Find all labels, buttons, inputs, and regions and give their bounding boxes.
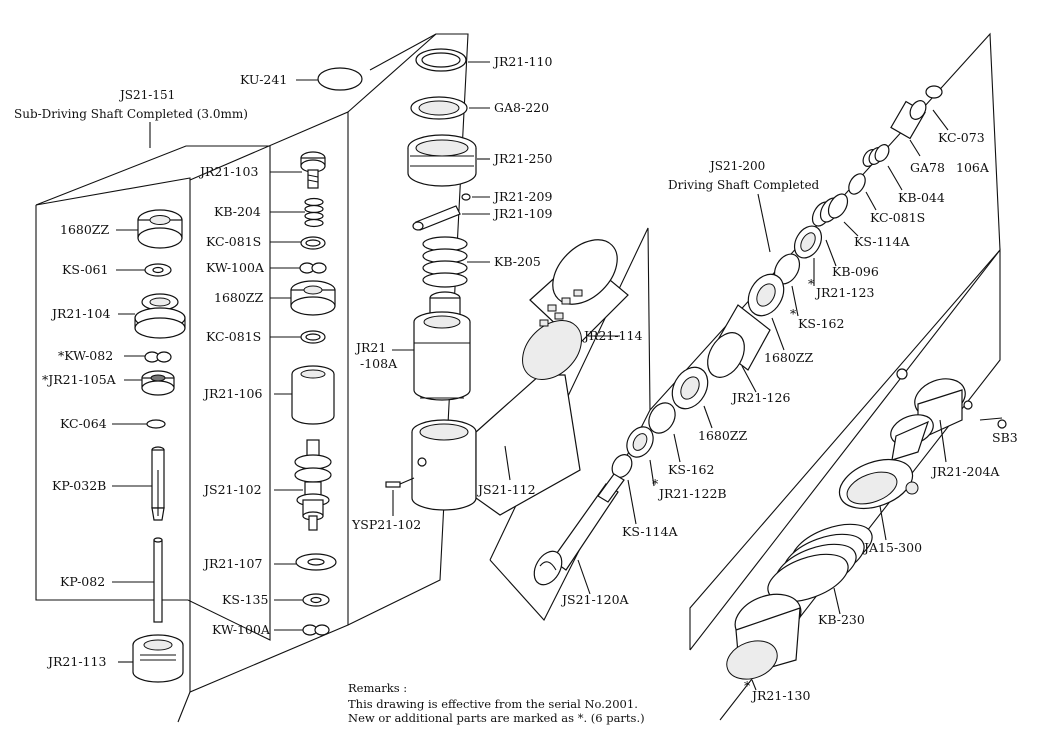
left-column-parts [132, 209, 186, 683]
part-label: JR21-250 [492, 151, 552, 166]
part-label: GA8-220 [494, 100, 549, 115]
part-label: JR21-123 [814, 285, 874, 300]
part-label: JS21-102 [202, 482, 262, 497]
jr21-114-muffler [522, 239, 629, 380]
part-label: KB-204 [214, 204, 261, 219]
remarks-heading: Remarks : [348, 681, 407, 695]
part-label: JS21-112 [476, 482, 536, 497]
part-label: JR21-113 [46, 654, 106, 669]
part-label: KS-162 [798, 316, 844, 331]
driving-shaft-header: JS21-200 Driving Shaft Completed [668, 159, 820, 253]
part-label: KC-064 [60, 416, 107, 431]
part-label: 1680ZZ [698, 428, 747, 443]
assembly-name: Sub-Driving Shaft Completed (3.0mm) [14, 107, 248, 121]
part-label: JS21-120A [560, 592, 630, 607]
part-labels-spindle: SB3 JR21-204A JA15-300 KB-230 * JR21-130 [744, 430, 1018, 703]
middle-column-parts [290, 151, 337, 636]
part-label: JR21 [354, 340, 386, 355]
remarks-line: New or additional parts are marked as *.… [348, 711, 645, 725]
part-label: JR21-104 [50, 306, 110, 321]
assembly-name: Driving Shaft Completed [668, 178, 820, 192]
part-label: JA15-300 [862, 540, 922, 555]
part-label: -108A [360, 356, 398, 371]
part-label: KC-081S [206, 329, 261, 344]
spindle-group-parts [726, 368, 1007, 680]
part-labels-housing: KU-241 JR21-110 GA8-220 JR21-250 JR21-20… [240, 54, 642, 532]
remarks-block: Remarks : This drawing is effective from… [348, 681, 645, 725]
part-labels-middle: JR21-103 KB-204 KC-081S KW-100A 1680ZZ K… [198, 164, 271, 637]
part-label: 1680ZZ [214, 290, 263, 305]
assembly-code: JS21-151 [118, 88, 175, 102]
part-label: JR21-122B [657, 486, 727, 501]
part-label: KB-044 [898, 190, 945, 205]
part-label: KP-082 [60, 574, 105, 589]
part-label: KS-162 [668, 462, 714, 477]
part-label: KS-114A [854, 234, 910, 249]
part-label: * [652, 476, 659, 491]
part-labels-left: 1680ZZ KS-061 JR21-104 *KW-082 *JR21-105… [42, 222, 117, 669]
part-label: KW-100A [212, 622, 271, 637]
part-label: * [744, 678, 751, 693]
part-label: GA78 [910, 160, 945, 175]
part-label: JR21-103 [198, 164, 258, 179]
part-label: KC-081S [206, 234, 261, 249]
part-label: YSP21-102 [351, 517, 421, 532]
part-label: 1680ZZ [60, 222, 109, 237]
sub-driving-shaft-header: JS21-151 Sub-Driving Shaft Completed (3.… [14, 88, 248, 148]
part-label: JR21-209 [492, 189, 552, 204]
housing-column-parts [317, 48, 581, 516]
part-label: KC-073 [938, 130, 985, 145]
part-label: * [808, 276, 815, 291]
part-label: KW-100A [206, 260, 265, 275]
part-label: KC-081S [870, 210, 925, 225]
part-label: KP-032B [52, 478, 106, 493]
part-label: JR21-110 [492, 54, 552, 69]
part-labels-driving-shaft: KC-073 GA78 106A KB-044 KC-081S KS-114A … [560, 130, 990, 607]
part-label: JR21-126 [730, 390, 790, 405]
part-label: * [790, 306, 797, 321]
part-label: JR21-204A [930, 464, 1000, 479]
part-label: JR21-109 [492, 206, 552, 221]
part-label: JR21-107 [202, 556, 262, 571]
part-label: 106A [956, 160, 990, 175]
part-label: KS-114A [622, 524, 678, 539]
assembly-code: JS21-200 [708, 159, 765, 173]
remarks-line: This drawing is effective from the seria… [348, 697, 638, 711]
part-label: *KW-082 [58, 348, 113, 363]
part-label: 1680ZZ [764, 350, 813, 365]
part-label: KS-061 [62, 262, 108, 277]
part-label: JR21-114 [582, 328, 642, 343]
driving-shaft-parts [533, 85, 943, 586]
part-label: JR21-106 [202, 386, 262, 401]
leader-lines [112, 61, 1003, 691]
part-label: *JR21-105A [42, 372, 117, 387]
part-label: KS-135 [222, 592, 268, 607]
part-label: SB3 [992, 430, 1018, 445]
part-label: JR21-130 [750, 688, 810, 703]
part-label: KB-096 [832, 264, 879, 279]
part-label: KB-230 [818, 612, 865, 627]
part-label: KB-205 [494, 254, 541, 269]
part-label: KU-241 [240, 72, 287, 87]
